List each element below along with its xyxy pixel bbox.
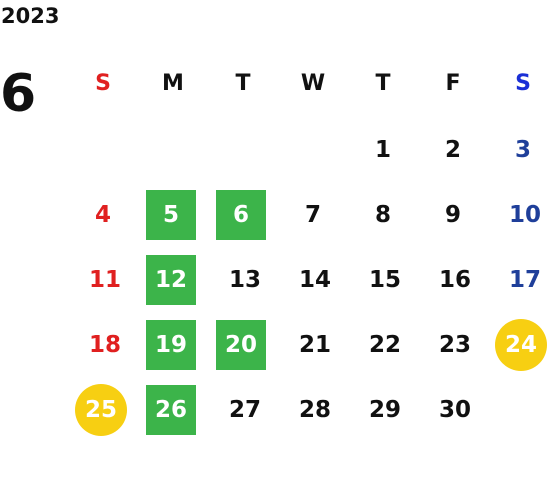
day-cell[interactable]: 13 — [228, 267, 261, 293]
day-cell[interactable]: 21 — [298, 332, 331, 358]
day-cell[interactable]: 16 — [438, 267, 471, 293]
day-cell[interactable]: 14 — [298, 267, 331, 293]
day-cell-highlighted[interactable]: 19 — [146, 320, 196, 370]
day-cell[interactable]: 18 — [88, 332, 121, 358]
weekday-mon: M — [162, 70, 184, 96]
day-cell-highlighted[interactable]: 12 — [146, 255, 196, 305]
day-cell-special[interactable]: 25 — [75, 384, 127, 436]
day-cell[interactable]: 7 — [304, 202, 321, 228]
day-cell[interactable]: 2 — [444, 137, 461, 163]
day-cell[interactable]: 22 — [368, 332, 401, 358]
day-cell[interactable]: 29 — [368, 397, 401, 423]
day-cell[interactable]: 23 — [438, 332, 471, 358]
day-cell[interactable]: 9 — [444, 202, 461, 228]
day-cell-special[interactable]: 24 — [495, 319, 547, 371]
weekday-sun: S — [95, 70, 111, 96]
weekday-header: S M T W T F S — [68, 58, 548, 108]
day-cell[interactable]: 4 — [94, 202, 111, 228]
day-cell[interactable]: 15 — [368, 267, 401, 293]
day-cell-highlighted[interactable]: 5 — [146, 190, 196, 240]
weekday-tue: T — [235, 70, 251, 96]
weekday-sat: S — [515, 70, 531, 96]
weekday-fri: F — [445, 70, 461, 96]
day-cell[interactable]: 11 — [88, 267, 121, 293]
weekday-thu: T — [375, 70, 391, 96]
weekday-wed: W — [300, 70, 326, 96]
day-cell[interactable]: 3 — [514, 137, 531, 163]
day-cell-highlighted[interactable]: 6 — [216, 190, 266, 240]
week-row: 11 12 13 14 15 16 17 — [68, 255, 548, 305]
week-row: 4 5 6 7 8 9 10 — [68, 190, 548, 240]
year-label: 2023 — [1, 4, 60, 28]
day-cell[interactable]: 10 — [508, 202, 541, 228]
day-cell[interactable]: 17 — [508, 267, 541, 293]
day-cell[interactable]: 27 — [228, 397, 261, 423]
week-row: 25 26 27 28 29 30 — [68, 384, 548, 436]
day-cell-highlighted[interactable]: 26 — [146, 385, 196, 435]
week-row: 18 19 20 21 22 23 24 — [68, 319, 548, 371]
day-cell[interactable]: 1 — [374, 137, 391, 163]
month-label: 6 — [0, 64, 37, 124]
day-cell-highlighted[interactable]: 20 — [216, 320, 266, 370]
week-row: 1 2 3 — [68, 125, 548, 175]
day-cell[interactable]: 8 — [374, 202, 391, 228]
day-cell[interactable]: 30 — [438, 397, 471, 423]
day-cell[interactable]: 28 — [298, 397, 331, 423]
